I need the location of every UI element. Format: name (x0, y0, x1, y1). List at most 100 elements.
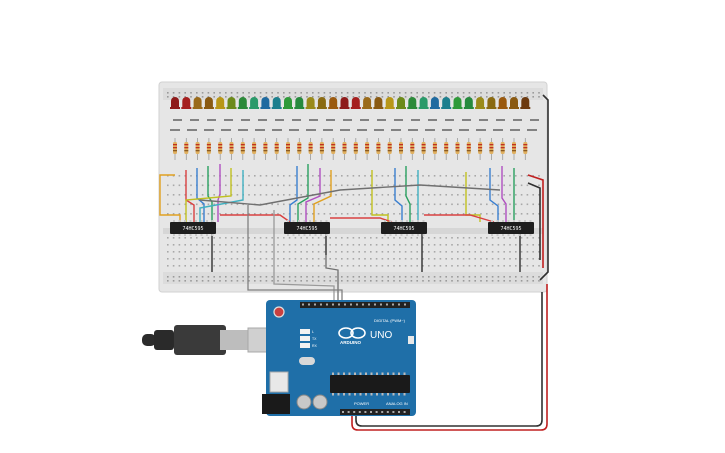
terminal-hole (352, 213, 355, 215)
terminal-hole (184, 203, 186, 206)
rail-hole (480, 280, 482, 282)
terminal-hole (358, 194, 360, 196)
terminal-hole (306, 237, 308, 239)
terminal-hole (364, 194, 366, 196)
terminal-hole (416, 213, 418, 215)
terminal-hole (416, 244, 418, 246)
rail-hole (393, 276, 395, 278)
led (441, 97, 452, 109)
terminal-hole (457, 175, 459, 177)
terminal-hole (428, 203, 430, 206)
terminal-hole (196, 251, 198, 253)
terminal-hole (312, 258, 314, 260)
terminal-hole (497, 244, 500, 246)
rail-hole (451, 280, 453, 282)
rail-hole (451, 276, 453, 278)
rail-hole (167, 280, 169, 282)
rail-hole (387, 92, 389, 94)
terminal-hole (491, 251, 494, 253)
rail-hole (422, 280, 424, 282)
terminal-hole (201, 203, 204, 206)
resistor (410, 138, 415, 160)
rail-hole (271, 276, 273, 278)
terminal-hole (288, 244, 291, 246)
rail-hole (294, 96, 297, 98)
terminal-hole (451, 237, 453, 239)
jumper-wire (489, 168, 499, 222)
terminal-hole (219, 265, 221, 267)
terminal-hole (312, 265, 314, 267)
terminal-hole (271, 184, 273, 187)
terminal-hole (491, 258, 494, 260)
terminal-hole (259, 265, 262, 267)
rail-hole (277, 280, 279, 282)
terminal-hole (219, 251, 221, 253)
rail-hole (474, 280, 476, 282)
terminal-hole (172, 213, 175, 215)
terminal-hole (462, 265, 465, 267)
rail-hole (370, 276, 372, 278)
terminal-hole (433, 251, 436, 253)
terminal-hole (329, 258, 331, 260)
terminal-hole (370, 244, 372, 246)
terminal-hole (236, 203, 239, 206)
terminal-hole (277, 175, 279, 177)
mcu-pin (398, 393, 400, 396)
terminal-hole (439, 213, 442, 215)
rail-hole (364, 96, 366, 98)
capacitor-2 (312, 394, 328, 410)
rail-hole (399, 92, 401, 94)
chip-label: 74HC595 (500, 226, 521, 232)
rail-hole (370, 92, 372, 94)
rail-hole (167, 276, 169, 278)
resistor (173, 138, 177, 160)
rail-hole (445, 280, 447, 282)
jumper-wire (371, 170, 389, 222)
rail-hole (457, 276, 459, 278)
rail-hole (352, 280, 355, 282)
terminal-hole (497, 237, 500, 239)
rail-hole (433, 280, 436, 282)
dc-barrel-jack-icon (262, 394, 290, 414)
rail-hole (288, 280, 291, 282)
terminal-hole (317, 244, 320, 246)
terminal-hole (480, 203, 482, 206)
terminal-hole (387, 251, 389, 253)
terminal-hole (172, 237, 175, 239)
terminal-hole (468, 251, 471, 253)
terminal-hole (358, 213, 360, 215)
terminal-hole (515, 251, 517, 253)
jumper-wire (289, 166, 298, 222)
rail-hole (288, 96, 291, 98)
rail-hole (265, 280, 268, 282)
terminal-hole (509, 194, 511, 196)
rail-hole (375, 96, 378, 98)
rail-hole (416, 92, 418, 94)
terminal-hole (462, 194, 465, 196)
terminal-hole (230, 213, 233, 215)
terminal-hole (462, 258, 465, 260)
terminal-hole (341, 237, 343, 239)
terminal-hole (433, 203, 436, 206)
rail-hole (236, 280, 239, 282)
terminal-hole (294, 237, 297, 239)
header-pin (362, 303, 364, 306)
terminal-hole (439, 194, 442, 196)
rail-hole (283, 280, 285, 282)
led (373, 97, 384, 109)
terminal-hole (172, 175, 175, 177)
terminal-hole (265, 184, 268, 187)
rail-hole (196, 276, 198, 278)
header-pin (380, 303, 382, 306)
terminal-hole (201, 194, 204, 196)
header-pin (332, 303, 334, 306)
led (283, 97, 293, 109)
terminal-hole (439, 237, 442, 239)
breadboard (158, 81, 548, 293)
terminal-hole (503, 184, 505, 187)
rail-hole (346, 276, 349, 278)
tx-led (300, 336, 310, 341)
terminal-hole (236, 265, 239, 267)
header-pin (404, 303, 406, 306)
terminal-hole (190, 213, 192, 215)
